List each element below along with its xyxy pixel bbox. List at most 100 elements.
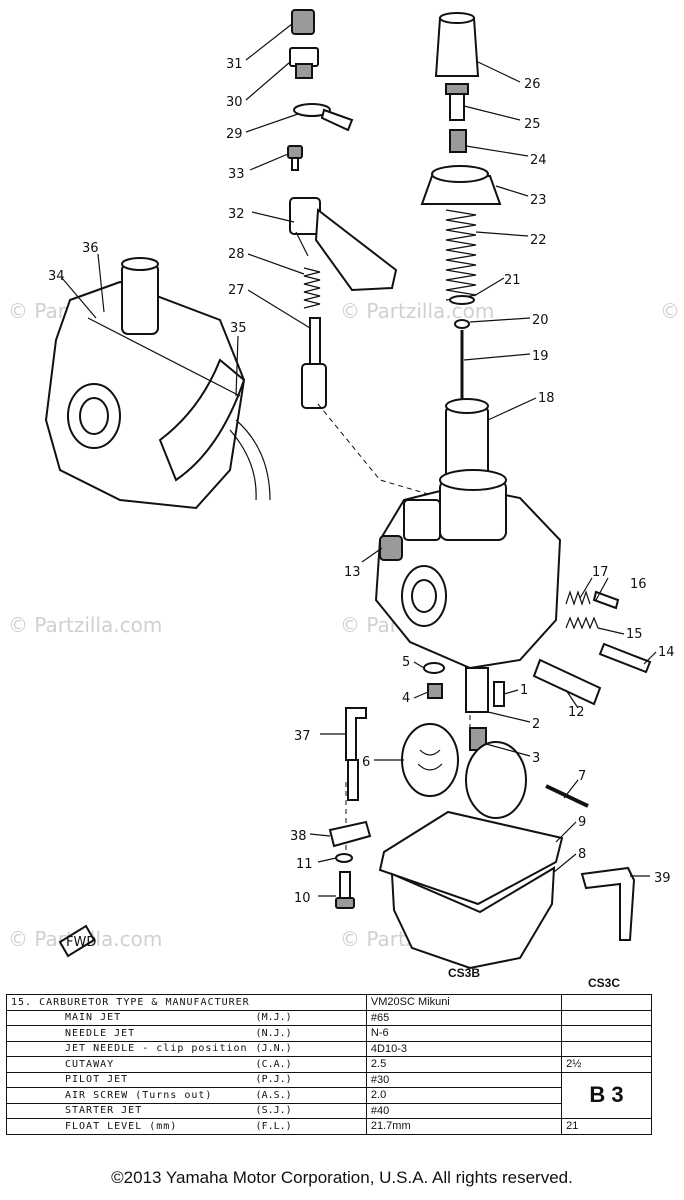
callout-1: 1: [520, 683, 528, 698]
callout-13: 13: [344, 565, 361, 580]
callout-16: 16: [630, 577, 647, 592]
rubber-cap-26: [434, 12, 480, 77]
watermark: © Partzilla.com: [660, 299, 684, 323]
callout-21: 21: [504, 273, 521, 288]
choke-spring-28: [303, 267, 321, 309]
callout-33: 33: [228, 167, 245, 182]
callout-22: 22: [530, 233, 547, 248]
choke-plate-29: [293, 103, 354, 132]
adjuster-25: [445, 83, 469, 121]
spec-header-row: 15. CARBURETOR TYPE & MANUFACTURER VM20S…: [6, 994, 652, 1011]
locknut-24: [449, 129, 467, 153]
spec-label: JET NEEDLE - clip position: [5, 1040, 252, 1057]
callout-17: 17: [592, 565, 609, 580]
throttle-valve-18: [445, 398, 489, 481]
screw-33: [287, 145, 303, 171]
float-bowl-8: [390, 866, 556, 970]
mixing-chamber-top-23: [420, 165, 502, 205]
callout-14: 14: [658, 645, 675, 660]
vent-tube-37: [345, 707, 367, 801]
spring-15: [565, 616, 599, 630]
spec-label: STARTER JET: [5, 1102, 252, 1119]
callout-4: 4: [402, 691, 410, 706]
spec-abbr: (J.N.): [251, 1040, 367, 1057]
spec-abbr: (S.J.): [251, 1102, 367, 1119]
spec-header-value: VM20SC Mikuni: [365, 994, 563, 1011]
main-jet-1: [493, 681, 505, 707]
spec-alt: [561, 1040, 652, 1057]
spec-row: STARTER JET (S.J.) #40: [5, 1102, 652, 1119]
needle-jet-2: [465, 667, 489, 713]
callout-29: 29: [226, 127, 243, 142]
callout-5: 5: [402, 655, 410, 670]
callout-34: 34: [48, 269, 65, 284]
spec-alt: [561, 1025, 652, 1042]
float-bowl-gasket-9: [378, 810, 564, 906]
callout-19: 19: [532, 349, 549, 364]
pilot-air-screw-14: [598, 642, 652, 674]
spec-row: MAIN JET (M.J.) #65: [5, 1009, 652, 1026]
spec-abbr: (M.J.): [251, 1009, 367, 1026]
spec-label: PILOT JET: [5, 1071, 252, 1088]
throttle-stop-screw-16: [592, 590, 620, 610]
callout-7: 7: [578, 769, 586, 784]
carburetor-body: [374, 469, 562, 670]
plate-21: [449, 295, 475, 305]
callout-24: 24: [530, 153, 547, 168]
spec-abbr: (C.A.): [251, 1056, 367, 1073]
spec-abbr: (P.J.): [251, 1071, 367, 1088]
spec-value: 4D10-3: [365, 1040, 563, 1057]
callout-12: 12: [568, 705, 585, 720]
spec-value: #65: [365, 1009, 563, 1026]
callout-8: 8: [578, 847, 586, 862]
callout-9: 9: [578, 815, 586, 830]
spec-label: CUTAWAY: [5, 1056, 252, 1073]
washer-11: [335, 853, 353, 863]
spec-abbr: (N.J.): [251, 1025, 367, 1042]
spec-alt: 2½: [561, 1056, 652, 1073]
float-6: [401, 723, 527, 819]
copyright-notice: ©2013 Yamaha Motor Corporation, U.S.A. A…: [111, 1168, 573, 1187]
spec-value: #30: [365, 1071, 563, 1088]
model-label-cs3b: CS3B: [448, 966, 481, 980]
spec-value: 2.0: [365, 1087, 563, 1104]
callout-38: 38: [290, 829, 307, 844]
spec-row: JET NEEDLE - clip position (J.N.) 4D10-3: [5, 1040, 652, 1057]
spec-code: B 3: [561, 1071, 652, 1119]
callout-31: 31: [226, 57, 243, 72]
carburetor-spec-table: 15. CARBURETOR TYPE & MANUFACTURER VM20S…: [5, 994, 652, 1135]
callout-37: 37: [294, 729, 311, 744]
fwd-label: FWD: [66, 935, 96, 950]
spec-abbr: (A.S.): [251, 1087, 367, 1104]
pilot-jet-4: [427, 683, 443, 699]
callout-32: 32: [228, 207, 245, 222]
spec-header-label: 15. CARBURETOR TYPE & MANUFACTURER: [6, 994, 367, 1011]
callout-11: 11: [296, 857, 313, 872]
float-pin-7: [545, 784, 589, 808]
assembled-carburetor: [44, 257, 271, 510]
spec-label: FLOAT LEVEL (mm): [5, 1118, 252, 1135]
plate-38: [328, 820, 372, 848]
watermark: © Partzilla.com: [8, 613, 162, 637]
spec-value: N-6: [365, 1025, 563, 1042]
throttle-spring-22: [445, 209, 477, 301]
spec-row: AIR SCREW (Turns out) (A.S.) 2.0: [5, 1087, 652, 1104]
callout-36: 36: [82, 241, 99, 256]
plug-12: [532, 658, 602, 706]
callout-27: 27: [228, 283, 245, 298]
callout-23: 23: [530, 193, 547, 208]
callout-39: 39: [654, 871, 671, 886]
spec-row: NEEDLE JET (N.J.) N-6: [5, 1025, 652, 1042]
spec-alt: 21: [561, 1118, 652, 1135]
callout-25: 25: [524, 117, 541, 132]
callout-10: 10: [294, 891, 311, 906]
callout-30: 30: [226, 95, 243, 110]
spec-label: NEEDLE JET: [5, 1025, 252, 1042]
spring-17: [565, 590, 591, 606]
spec-value: 2.5: [365, 1056, 563, 1073]
callout-15: 15: [626, 627, 643, 642]
callout-18: 18: [538, 391, 555, 406]
spec-row: FLOAT LEVEL (mm) (F.L.) 21.7mm 21: [5, 1118, 652, 1135]
choke-cap-31: [291, 9, 315, 35]
